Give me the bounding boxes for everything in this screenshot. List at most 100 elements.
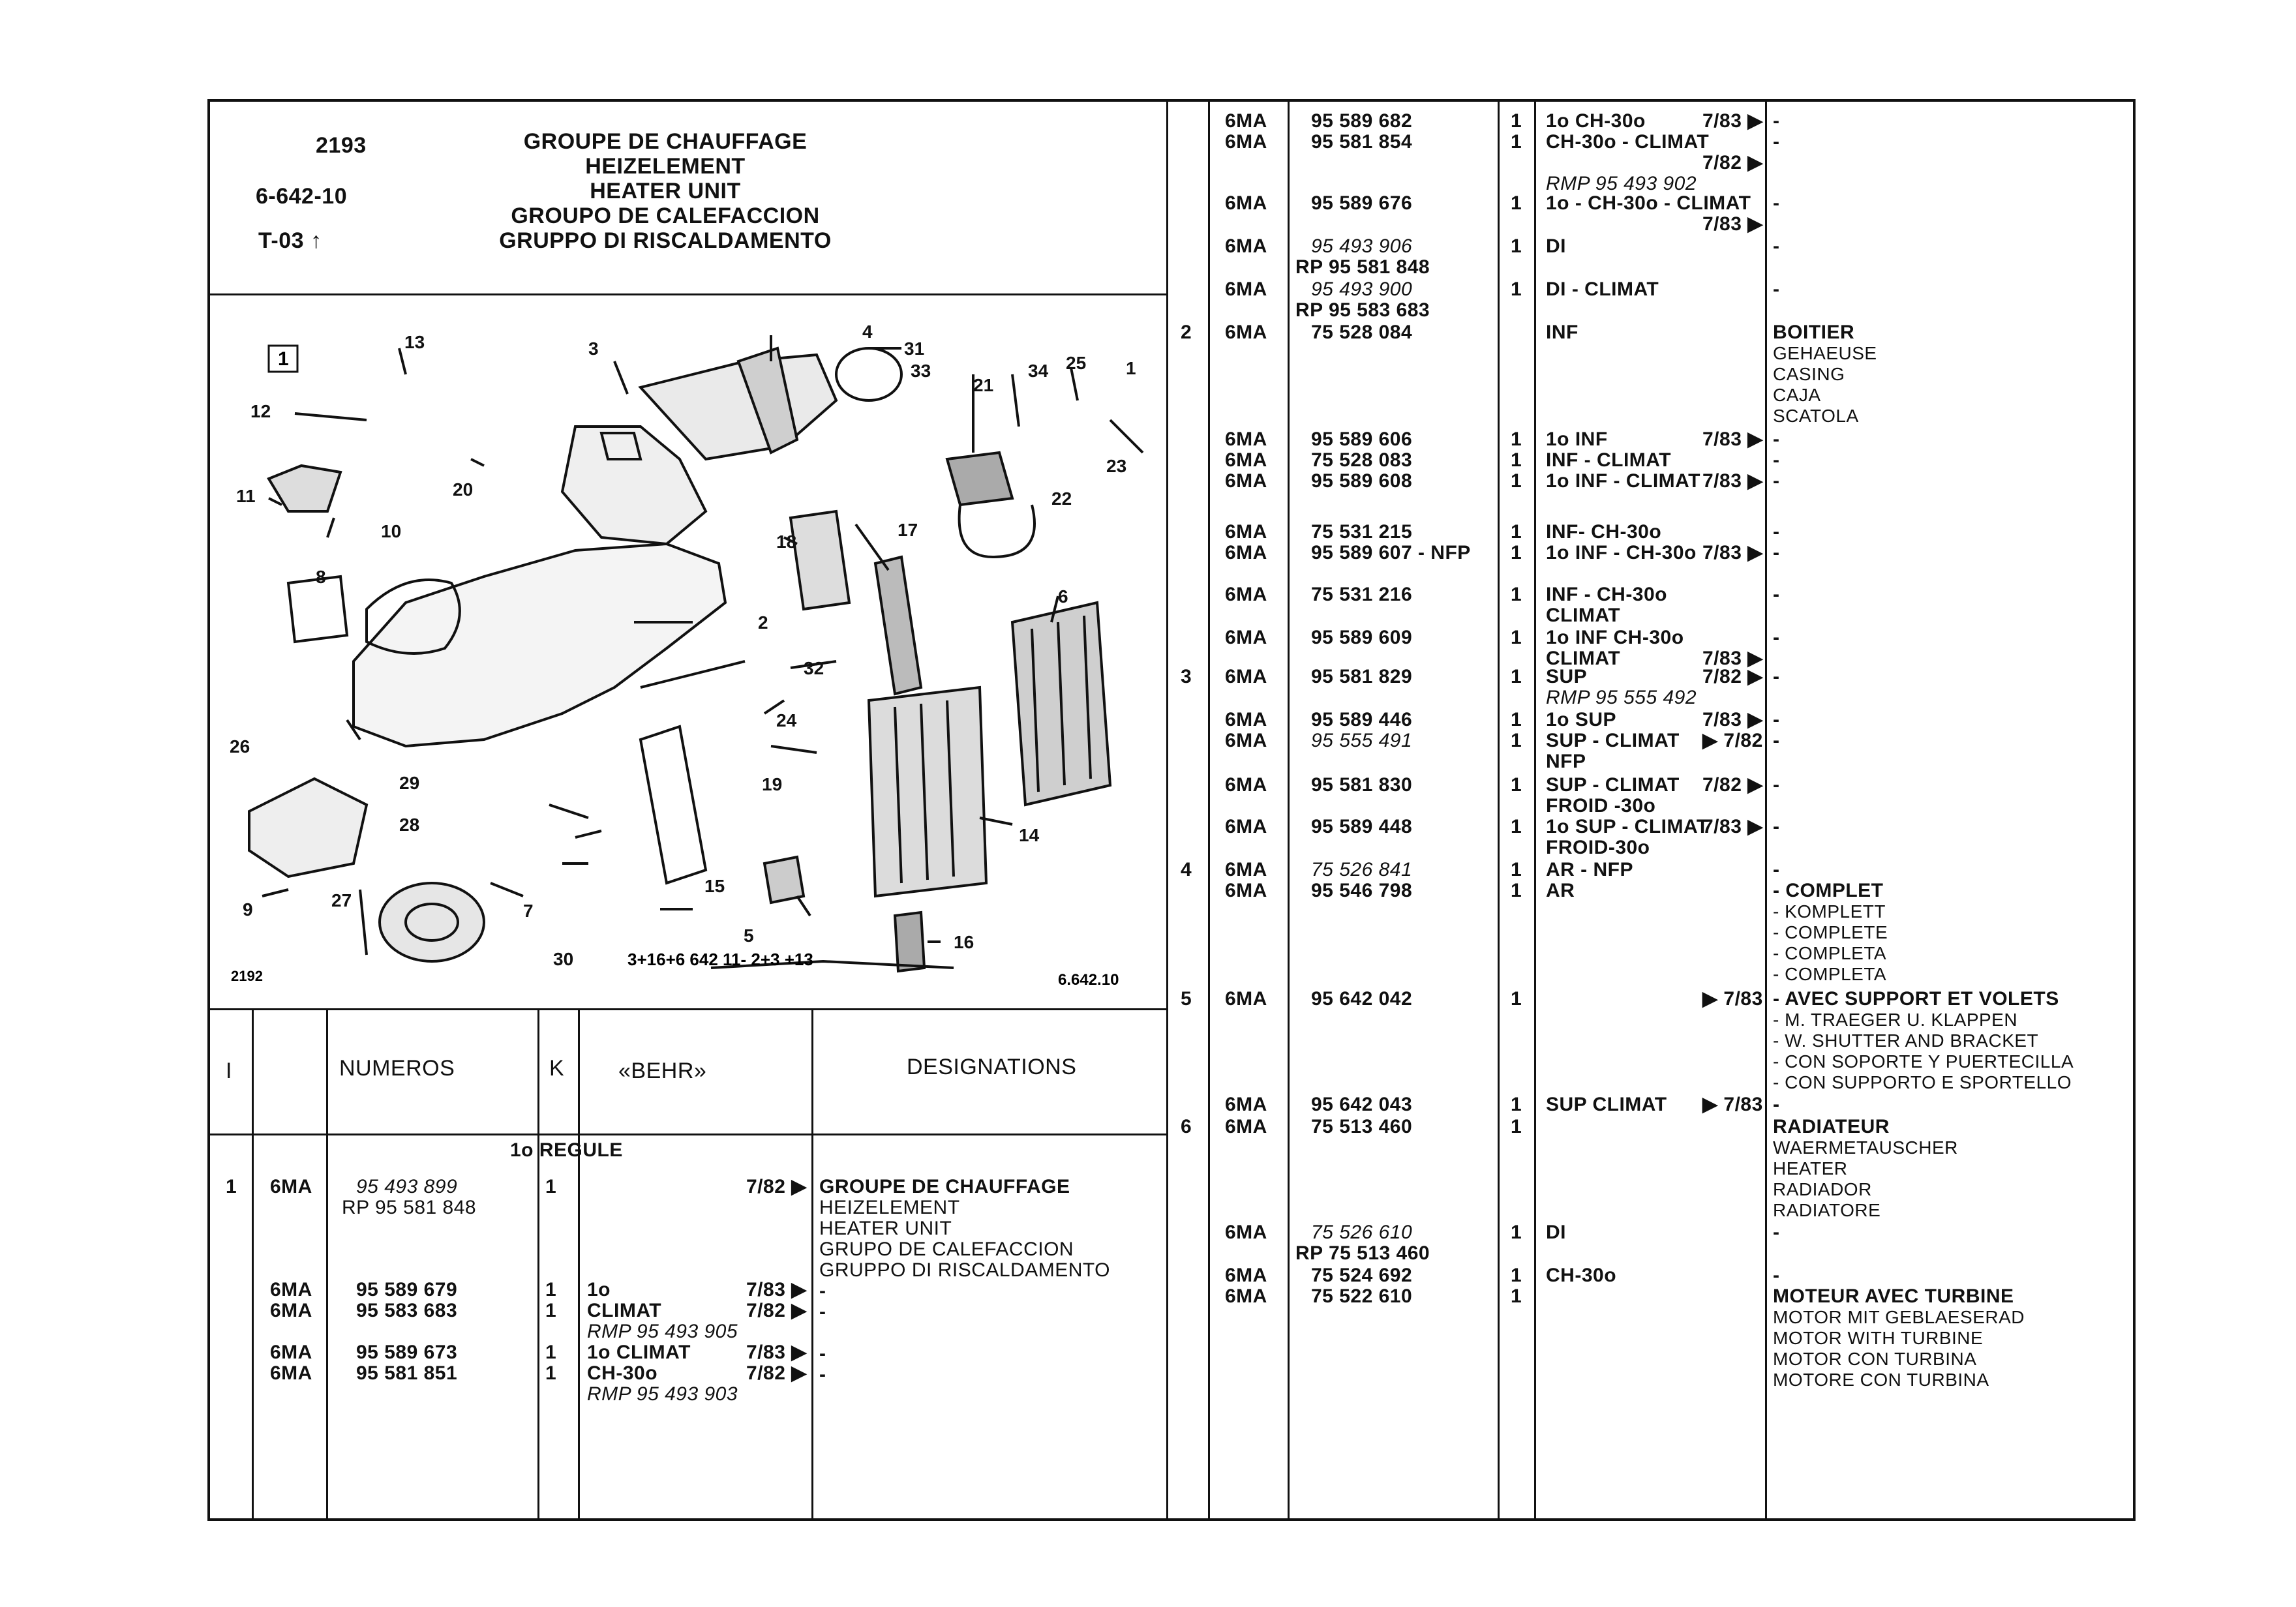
callout-label: 7 <box>523 901 534 921</box>
class-code: 6MA <box>1225 774 1267 796</box>
part-number: 95 493 906 <box>1311 235 1413 257</box>
divider <box>207 1134 1168 1135</box>
part-number: 95 589 607 - NFP <box>1311 542 1471 563</box>
divider <box>207 293 1168 295</box>
designation: - <box>1773 1094 1780 1115</box>
quantity: 1 <box>1511 627 1522 648</box>
part-number: 95 493 899 <box>356 1176 458 1197</box>
title-line: HEATER UNIT <box>590 179 741 203</box>
part-number: 95 589 682 <box>1311 110 1413 132</box>
variant: NFP <box>1546 751 1586 772</box>
callout-label: 24 <box>776 710 797 730</box>
variant: 1o <box>587 1279 611 1300</box>
designation: BOITIER <box>1773 322 1855 343</box>
designation: - <box>1773 1222 1780 1243</box>
designation: - <box>819 1301 826 1323</box>
quantity: 1 <box>1511 730 1522 751</box>
designation: WAERMETAUSCHER <box>1773 1137 1958 1158</box>
callout-label: 23 <box>1106 456 1126 476</box>
date: 7/83 ▶ <box>746 1342 807 1363</box>
designation: - AVEC SUPPORT ET VOLETS <box>1773 988 2059 1010</box>
class-code: 6MA <box>1225 880 1267 901</box>
class-code: 6MA <box>270 1279 312 1300</box>
class-code: 6MA <box>1225 584 1267 605</box>
callout-label: 32 <box>804 658 824 678</box>
variant: CH-30o <box>1546 1265 1617 1286</box>
class-code: 6MA <box>1225 1265 1267 1286</box>
callout-label: 15 <box>704 876 725 896</box>
variant: 1o SUP <box>1546 709 1617 730</box>
variant: FROID -30o <box>1546 795 1656 817</box>
designation: - <box>1773 542 1780 563</box>
date: 7/83 ▶ <box>1702 470 1763 492</box>
variant: SUP - CLIMAT <box>1546 774 1680 796</box>
date: ▶ 7/83 <box>1702 1094 1763 1115</box>
callout-label: 3 <box>588 338 599 359</box>
callout-label: 27 <box>331 890 352 910</box>
designation: GROUPE DE CHAUFFAGE <box>819 1176 1070 1197</box>
part-number: 75 531 216 <box>1311 584 1413 605</box>
divider <box>1208 99 1210 1521</box>
designation: HEATER UNIT <box>819 1218 952 1239</box>
part-number: 95 589 673 <box>356 1342 458 1363</box>
designation: HEATER <box>1773 1158 1848 1179</box>
part-number: 95 589 609 <box>1311 627 1413 648</box>
class-code: 6MA <box>1225 859 1267 880</box>
designation: MOTOR MIT GEBLAESERAD <box>1773 1307 2025 1327</box>
divider <box>537 1008 539 1521</box>
quantity: 1 <box>1511 1094 1522 1115</box>
class-code: 6MA <box>270 1300 312 1321</box>
left-col-date: 7/82 ▶ 7/83 ▶ 7/82 ▶ 7/83 ▶ 7/82 ▶ <box>746 1177 807 1384</box>
callout-label: 31 <box>904 338 924 359</box>
part-number: 95 583 683 <box>356 1300 458 1321</box>
designation: SCATOLA <box>1773 406 1859 426</box>
part-number: 75 522 610 <box>1311 1285 1413 1307</box>
quantity: 1 <box>1511 1116 1522 1137</box>
col-header-behr: «BEHR» <box>618 1059 707 1083</box>
left-col-designation: GROUPE DE CHAUFFAGE HEIZELEMENT HEATER U… <box>819 1177 1110 1385</box>
diagram-code: 2192 <box>231 968 263 984</box>
quantity: 1 <box>1511 1222 1522 1243</box>
designation: - COMPLETA <box>1773 943 1887 963</box>
variant: AR <box>1546 880 1575 901</box>
quantity: 1 <box>1511 235 1522 257</box>
callout-label: 18 <box>776 532 796 552</box>
variant: 1o - CH-30o - CLIMAT <box>1546 192 1751 214</box>
variant: 1o INF <box>1546 428 1608 450</box>
date: 7/82 ▶ <box>1702 774 1763 796</box>
title-block: GROUPE DE CHAUFFAGE HEIZELEMENT HEATER U… <box>470 129 861 253</box>
date: ▶ 7/82 <box>1702 730 1763 751</box>
designation: - <box>1773 709 1780 730</box>
col-header-designations: DESIGNATIONS <box>907 1055 1077 1079</box>
date: ▶ 7/83 <box>1702 988 1763 1010</box>
variant: DI <box>1546 1222 1566 1243</box>
divider <box>1498 99 1500 1521</box>
designation: GRUPO DE CALEFACCION <box>819 1239 1074 1260</box>
variant: 1o CH-30o <box>1546 110 1646 132</box>
designation: - <box>1773 584 1780 605</box>
quantity: 1 <box>1511 859 1522 880</box>
designation: - <box>1773 521 1780 543</box>
callout-label: 14 <box>1019 825 1040 845</box>
divider <box>1166 99 1168 1521</box>
designation: - <box>819 1343 826 1364</box>
diagram-box-number <box>267 344 299 373</box>
title-line: GROUPE DE CHAUFFAGE <box>523 129 808 154</box>
part-number: 75 528 084 <box>1311 322 1413 343</box>
designation: - <box>1773 278 1780 300</box>
designation: - CON SOPORTE Y PUERTECILLA <box>1773 1051 2074 1072</box>
part-number: 95 581 854 <box>1311 131 1413 153</box>
item-index: 3 <box>1181 666 1192 687</box>
designation: MOTORE CON TURBINA <box>1773 1370 1989 1390</box>
date: 7/82 ▶ <box>1702 666 1763 687</box>
quantity: 1 <box>545 1279 557 1300</box>
quantity: 1 <box>1511 131 1522 153</box>
quantity: 1 <box>545 1362 557 1384</box>
part-number: 95 589 448 <box>1311 816 1413 837</box>
t-code-text: T-03 <box>258 228 305 253</box>
class-code: 6MA <box>1225 666 1267 687</box>
quantity: 1 <box>1511 584 1522 605</box>
variant: DI - CLIMAT <box>1546 278 1659 300</box>
variant: DI <box>1546 235 1566 257</box>
designation: - COMPLET <box>1773 880 1884 901</box>
